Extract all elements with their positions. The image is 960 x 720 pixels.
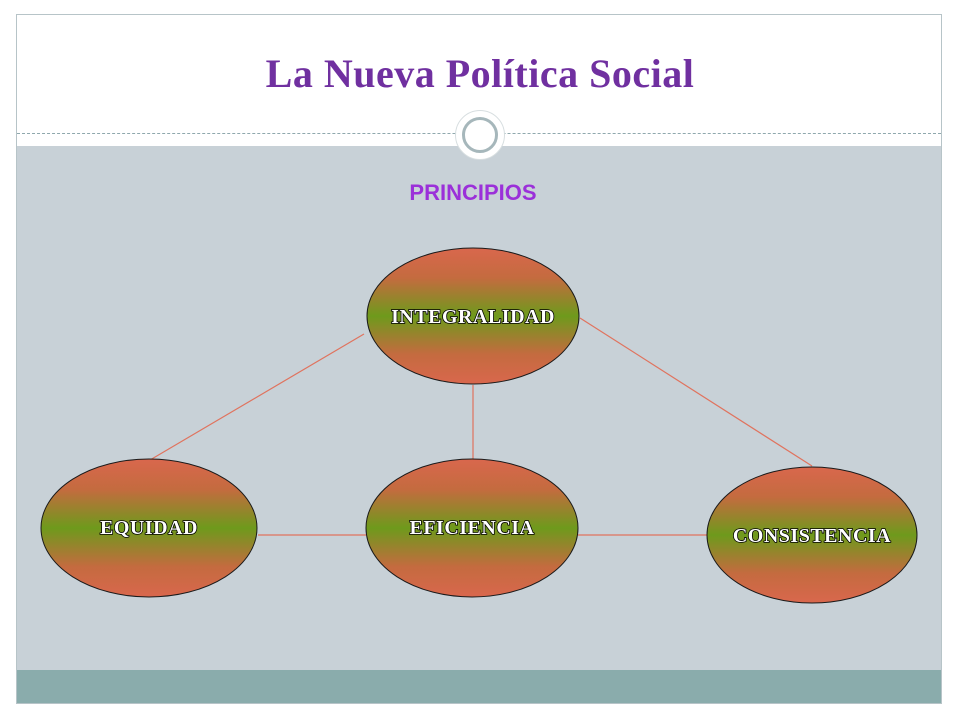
node-equidad-label: EQUIDAD: [100, 517, 198, 539]
slide-frame: [16, 14, 942, 704]
node-equidad: EQUIDAD: [40, 458, 258, 598]
slide-title: La Nueva Política Social: [265, 51, 695, 96]
node-integralidad-shape: [366, 247, 580, 385]
slide-subtitle: PRINCIPIOS: [409, 180, 537, 205]
node-integralidad: INTEGRALIDAD: [366, 247, 580, 385]
footer-bar: [17, 670, 941, 703]
divider-ring-inner: [462, 117, 498, 153]
node-eficiencia-shape: [365, 458, 579, 598]
connector-lines: [149, 317, 813, 536]
connector-integralidad-equidad: [149, 333, 365, 461]
node-consistencia: CONSISTENCIA: [706, 466, 918, 604]
node-consistencia-shape: [706, 466, 918, 604]
node-integralidad-label: INTEGRALIDAD: [391, 306, 555, 328]
node-eficiencia-label: EFICIENCIA: [409, 517, 534, 539]
node-equidad-shape: [40, 458, 258, 598]
connector-integralidad-consistencia: [579, 317, 813, 467]
node-eficiencia: EFICIENCIA: [365, 458, 579, 598]
divider-ring-ornament: [455, 110, 505, 160]
node-consistencia-label: CONSISTENCIA: [733, 525, 891, 547]
